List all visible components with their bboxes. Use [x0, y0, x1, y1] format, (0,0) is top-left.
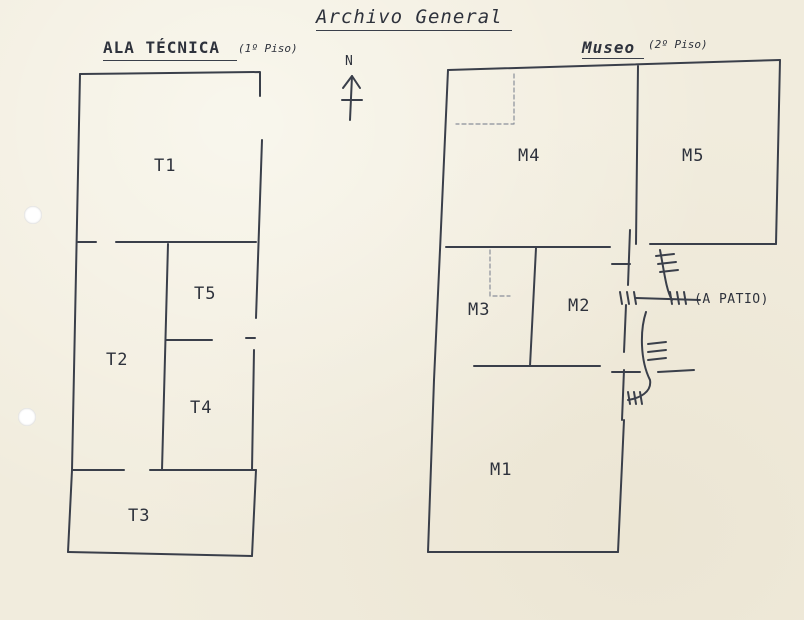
museo-floor: (2º Piso)	[648, 38, 708, 51]
room-m1-label: M1	[490, 460, 513, 480]
room-m3-label: M3	[468, 300, 491, 320]
room-t5-label: T5	[194, 284, 217, 304]
north-label: N	[345, 54, 354, 69]
room-t4-label: T4	[190, 398, 213, 418]
room-t1-label: T1	[154, 156, 177, 176]
ala-tecnica-walls	[67, 71, 263, 557]
north-arrow	[341, 75, 363, 121]
museo-walls	[427, 59, 781, 553]
room-t2-label: T2	[106, 350, 129, 370]
ala-tecnica-floor: (1º Piso)	[238, 42, 298, 55]
binder-hole-top	[24, 206, 42, 224]
ala-tecnica-underline	[103, 60, 237, 61]
patio-exit-label: (A PATIO)	[694, 292, 769, 307]
binder-hole-bottom	[18, 408, 36, 426]
room-m5-label: M5	[682, 146, 705, 166]
ala-tecnica-heading: ALA TÉCNICA	[103, 38, 220, 57]
room-m2-label: M2	[568, 296, 591, 316]
stair-ticks	[619, 253, 687, 405]
museo-underline	[582, 58, 644, 59]
room-m4-label: M4	[518, 146, 541, 166]
museo-heading: Museo	[582, 38, 636, 57]
page-title: Archivo General	[316, 6, 503, 28]
room-t3-label: T3	[128, 506, 151, 526]
faint-sketch-lines	[455, 73, 515, 297]
title-underline	[316, 30, 512, 31]
